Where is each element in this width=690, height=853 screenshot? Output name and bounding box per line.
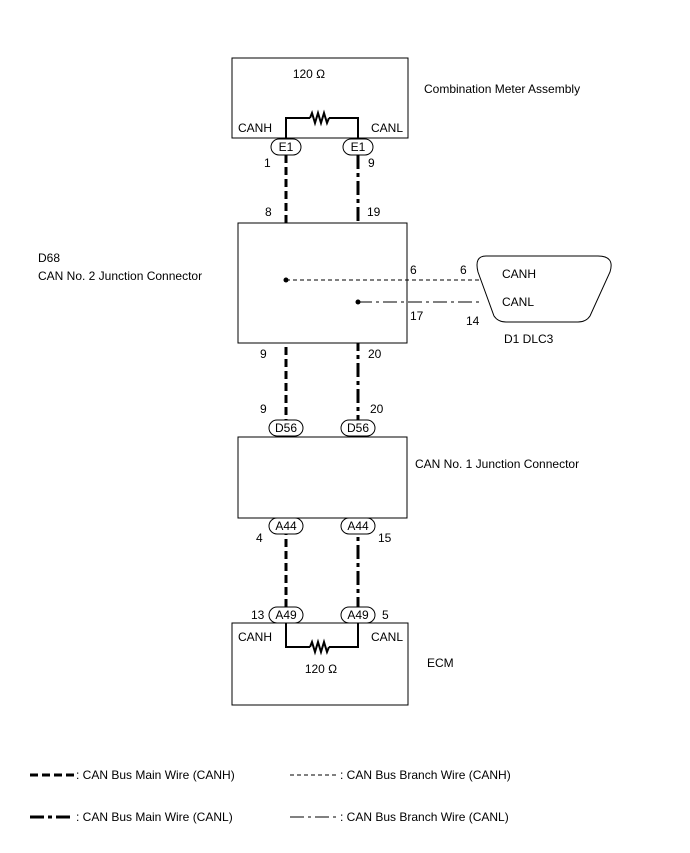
canh-branch-junction-dot [283, 277, 289, 283]
jc2-title: CAN No. 2 Junction Connector [38, 269, 202, 283]
jc1-pin-bottom-canh: 4 [256, 531, 263, 545]
ecm-box [231, 622, 409, 706]
dlc3-pin-canl: 14 [466, 314, 480, 328]
jc2-pin-canl-branch: 17 [410, 309, 424, 323]
connector-d56-canh [268, 419, 304, 437]
ecm-canl-label: CANL [371, 630, 403, 644]
legend-main-canl-label: : CAN Bus Main Wire (CANL) [76, 810, 233, 824]
combination-meter-title: Combination Meter Assembly [424, 82, 580, 96]
ecm-terminating-resistor [285, 623, 359, 656]
legend-main-canh-label: : CAN Bus Main Wire (CANH) [76, 768, 235, 782]
dlc3-connector [476, 255, 612, 323]
meter-canh-label: CANH [238, 121, 272, 135]
dlc3-title: D1 DLC3 [504, 332, 554, 346]
jc2-pin-canh-branch: 6 [410, 263, 417, 277]
meter-terminating-resistor [285, 109, 359, 140]
connector-d56-canl [340, 419, 376, 437]
connector-e1-canl-label: E1 [351, 140, 366, 154]
ecm-pin-canh: 13 [251, 608, 265, 622]
ecm-pin-canl: 5 [382, 608, 389, 622]
connector-d56-canl-label: D56 [347, 421, 369, 435]
meter-pin-canl: 9 [368, 156, 375, 170]
jc2-pin-bottom-canh: 9 [260, 347, 267, 361]
connector-a44-canh-label: A44 [275, 519, 297, 533]
ecm-canh-label: CANH [238, 630, 272, 644]
jc2-pin-bottom-canl: 20 [368, 347, 382, 361]
meter-resistance-label: 120 Ω [293, 67, 325, 81]
connector-e1-canh-label: E1 [279, 140, 294, 154]
dlc3-canh-label: CANH [502, 267, 536, 281]
meter-pin-canh: 1 [264, 156, 271, 170]
connector-a49-canh-label: A49 [275, 608, 297, 622]
connector-e1-canl [342, 138, 374, 156]
jc1-pin-bottom-canl: 15 [378, 531, 392, 545]
jc1-title: CAN No. 1 Junction Connector [415, 457, 579, 471]
jc2-pin-top-canh: 8 [265, 205, 272, 219]
legend-branch-canh-label: : CAN Bus Branch Wire (CANH) [340, 768, 511, 782]
connector-a49-canl-label: A49 [347, 608, 369, 622]
connector-a44-canl-label: A44 [347, 519, 369, 533]
connector-a44-canh [268, 517, 304, 535]
combination-meter-box [231, 57, 409, 139]
legend-branch-canl-label: : CAN Bus Branch Wire (CANL) [340, 810, 509, 824]
can-no2-junction-connector-box [237, 222, 408, 344]
jc2-pin-top-canl: 19 [367, 205, 381, 219]
connector-d56-canh-label: D56 [275, 421, 297, 435]
jc1-pin-top-canh: 9 [260, 402, 267, 416]
canl-branch-junction-dot [355, 299, 361, 305]
jc1-pin-top-canl: 20 [370, 402, 384, 416]
jc2-code: D68 [38, 251, 60, 265]
connector-a44-canl [340, 517, 376, 535]
dlc3-pin-canh: 6 [460, 263, 467, 277]
dlc3-canl-label: CANL [502, 295, 534, 309]
can-no1-junction-connector-box [237, 436, 408, 519]
ecm-title: ECM [427, 656, 454, 670]
connector-e1-canh [270, 138, 302, 156]
meter-canl-label: CANL [371, 121, 403, 135]
legend: : CAN Bus Main Wire (CANH) : CAN Bus Bra… [30, 768, 511, 824]
ecm-resistance-label: 120 Ω [305, 662, 337, 676]
